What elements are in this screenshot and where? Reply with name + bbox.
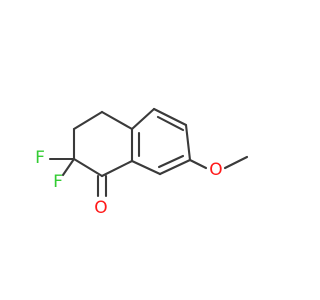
bond-c7-o-methoxy [188, 158, 208, 170]
molecule-diagram: F F O O [35, 107, 249, 218]
bond-o-methyl [223, 155, 249, 170]
ring-bond-c5-c6-inner [156, 115, 185, 132]
fluorine-lower-label: F [53, 172, 63, 192]
oxygen-methoxy-label: O [209, 160, 222, 180]
bond-group [48, 107, 249, 198]
ring-bond-c7-c8-inner [157, 154, 185, 169]
ring-bond-c7-c8 [158, 158, 192, 176]
ring-bond-c4a-c5 [130, 107, 156, 131]
ring-bond-c4-c3 [72, 110, 104, 131]
ring-bond-c4a-c4 [100, 110, 134, 131]
structure-canvas: F F O O [35, 107, 249, 218]
ring-bond-c8-c8a [130, 159, 162, 176]
oxygen-carbonyl-label: O [94, 198, 107, 218]
ring-bond-c6-c7 [184, 123, 192, 162]
ring-bond-c1-c8a [100, 159, 134, 178]
bond-c2-f-lower [61, 157, 76, 177]
fluorine-upper-label: F [35, 148, 45, 168]
ring-bond-c2-c1 [72, 157, 104, 178]
atom-label-group: F F O O [35, 148, 223, 218]
ring-bond-c5-c6 [152, 107, 188, 127]
